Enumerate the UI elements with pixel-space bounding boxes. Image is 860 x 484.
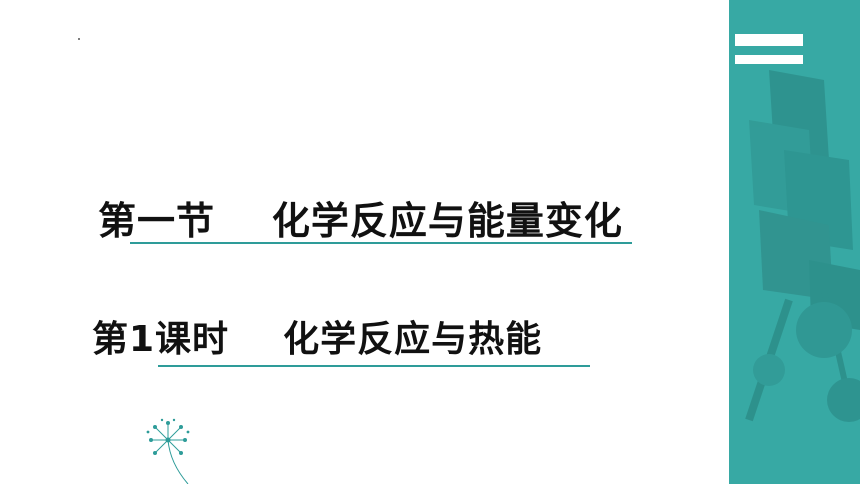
side-panel xyxy=(729,0,860,484)
dot-mark xyxy=(78,38,80,40)
slide-title: 第一节 化学反应与能量变化 xyxy=(98,199,623,243)
title-underline xyxy=(130,242,632,244)
dandelion-icon xyxy=(146,418,190,484)
slide-subtitle: 第1课时 化学反应与热能 xyxy=(92,319,543,360)
books-illustration-icon xyxy=(729,0,860,484)
subtitle-underline xyxy=(158,365,590,367)
